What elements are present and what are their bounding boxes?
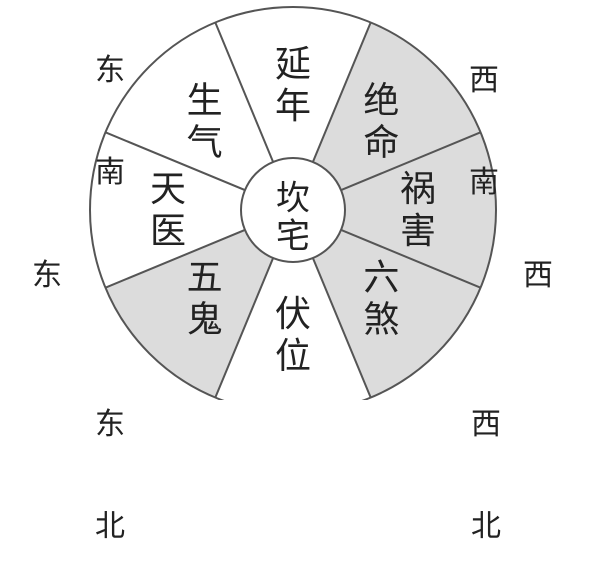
segment-shengqi-label-1: 生 — [187, 81, 223, 122]
wheel-segments — [90, 7, 496, 400]
segment-jueming-label-2: 命 — [363, 123, 399, 164]
center-hub — [240, 157, 346, 263]
direction-northwest-line1: 西 — [471, 407, 501, 442]
segment-yannian — [215, 7, 371, 210]
segment-tianyi-label-2: 医 — [150, 211, 186, 252]
direction-northeast: 东 北 — [90, 340, 130, 578]
direction-west-line1: 西 — [523, 258, 553, 293]
segment-shengqi — [105, 22, 293, 211]
direction-southeast-line1: 东 — [95, 53, 125, 88]
segment-jueming — [293, 22, 481, 211]
direction-southwest-line1: 西 — [469, 63, 499, 98]
segment-jueming-label-1: 绝 — [363, 81, 399, 122]
segment-liusha-label-1: 六 — [363, 257, 399, 298]
direction-west: 西 — [518, 191, 558, 327]
segment-fuwei-label-2: 位 — [275, 336, 311, 377]
segment-tianyi — [90, 132, 293, 288]
direction-northeast-line2: 北 — [95, 509, 125, 544]
direction-southwest: 西 南 — [464, 0, 504, 234]
segment-wugui-label-1: 五 — [187, 257, 223, 298]
segment-yannian-label-1: 延 — [275, 44, 311, 85]
segment-huohai-label-2: 害 — [400, 211, 436, 252]
direction-northeast-line1: 东 — [95, 407, 125, 442]
segment-huohai — [293, 132, 496, 288]
segment-huohai-label-1: 祸 — [400, 169, 436, 210]
direction-east-line1: 东 — [32, 258, 62, 293]
segment-fuwei-label-1: 伏 — [275, 294, 311, 335]
direction-southwest-line2: 南 — [469, 165, 499, 200]
segment-wugui — [105, 210, 293, 398]
direction-southeast-line2: 南 — [95, 155, 125, 190]
direction-east: 东 — [27, 191, 67, 327]
segment-fuwei — [215, 210, 371, 400]
segment-liusha — [293, 210, 481, 398]
segment-yannian-label-2: 年 — [275, 86, 311, 127]
outer-ring — [89, 6, 497, 400]
direction-southeast: 东 南 — [90, 0, 130, 224]
direction-northwest-line2: 北 — [471, 509, 501, 544]
center-label-bottom: 宅 — [276, 217, 310, 257]
center-label-top: 坎 — [276, 179, 310, 219]
segment-liusha-label-2: 煞 — [363, 299, 399, 340]
segment-wugui-label-2: 鬼 — [187, 299, 223, 340]
segment-shengqi-label-2: 气 — [187, 123, 223, 164]
segment-tianyi-label-1: 天 — [150, 169, 186, 210]
direction-northwest: 西 北 — [466, 340, 506, 578]
